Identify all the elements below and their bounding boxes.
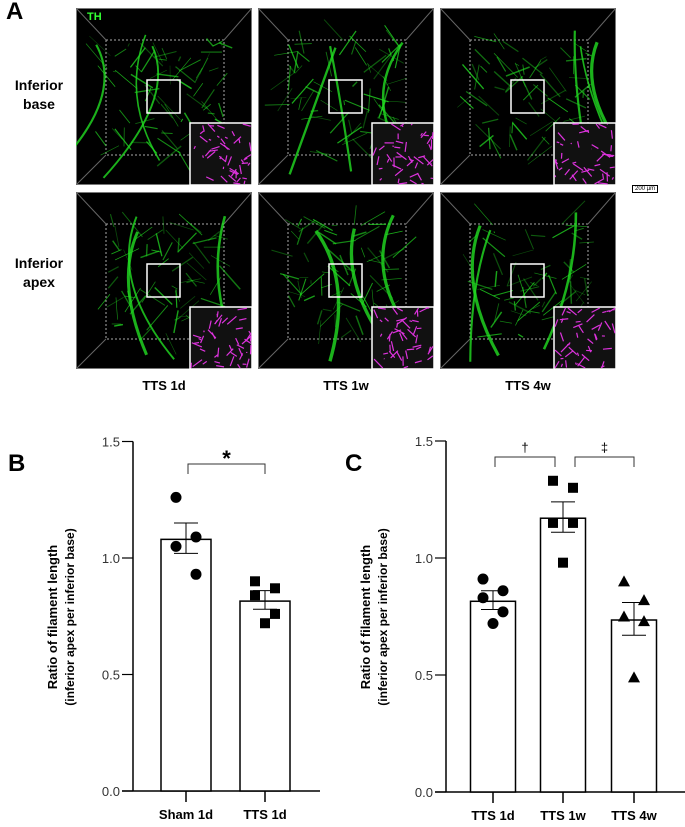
significance-bracket [574,456,635,467]
y-tick-label: 1.5 [415,434,433,449]
y-tick-label: 0.0 [415,785,433,800]
significance-label: † [521,440,528,455]
significance-bracket [187,463,266,474]
row-label-inferior-base: Inferior base [4,76,74,114]
micrograph-inferior-base-tts-4w [440,8,616,185]
data-point [260,618,270,629]
row-label-line: Inferior [14,255,64,271]
data-point [477,573,489,585]
y-tick-label: 1.0 [102,551,120,566]
data-point [190,531,202,543]
x-tick-label: TTS 1d [243,807,286,822]
data-point [170,491,182,503]
data-point [638,594,650,606]
data-point [568,517,578,528]
micrograph-inferior-base-tts-1w [258,8,434,185]
panel-letter-c: C [345,450,363,477]
significance-label: ‡ [601,440,608,455]
micrograph-inferior-apex-tts-1w [258,192,434,369]
data-point [618,575,630,587]
y-tick-label: 0.0 [102,784,120,799]
data-point [628,671,640,683]
data-point [270,583,280,594]
data-point [170,540,182,552]
data-point [250,590,260,601]
data-point [558,557,568,568]
data-point [270,608,280,619]
scale-bar: 200 µm [632,185,659,193]
x-tick-label: TTS 1w [540,808,586,823]
panel-letter-b: B [8,450,26,477]
column-label-tts-4w: TTS 4w [505,378,551,393]
micrograph-inferior-apex-tts-1d [76,192,252,369]
data-point [618,610,630,622]
column-label-tts-1w: TTS 1w [323,378,369,393]
panel-letter-a: A [6,0,24,25]
y-axis-label: Ratio of filament length [45,545,60,690]
bar-tts-4w [610,619,658,793]
column-label-tts-1d: TTS 1d [142,378,186,393]
y-axis-label: Ratio of filament length [358,545,373,690]
data-point [548,475,558,486]
data-point [250,576,260,587]
row-label-line: base [23,96,55,112]
data-point [638,615,650,627]
data-point [497,585,509,597]
x-tick-label: TTS 4w [611,808,657,823]
data-point [190,568,202,580]
y-axis-label-sub: (inferior apex per inferior base) [63,528,77,705]
bar-tts-1d [239,600,291,792]
data-point [487,618,499,630]
stain-label: TH [87,11,102,23]
micrograph-inferior-base-tts-1d [76,8,252,185]
data-point [477,592,489,604]
row-label-inferior-apex: Inferior apex [4,254,74,292]
data-point [568,482,578,493]
x-tick-label: Sham 1d [159,807,213,822]
y-tick-label: 1.5 [102,435,120,450]
significance-label: * [222,446,231,471]
y-tick-label: 0.5 [102,668,120,683]
data-point [548,517,558,528]
row-label-line: apex [23,274,55,290]
bar-tts-1d [469,600,517,793]
row-label-line: Inferior [14,77,64,93]
micrograph-inferior-apex-tts-4w [440,192,616,369]
significance-bracket [494,456,556,467]
y-axis-label-sub: (inferior apex per inferior base) [376,528,390,705]
x-tick-label: TTS 1d [471,808,514,823]
data-point [497,606,509,618]
y-tick-label: 0.5 [415,668,433,683]
bar-sham-1d [160,538,212,792]
y-tick-label: 1.0 [415,551,433,566]
